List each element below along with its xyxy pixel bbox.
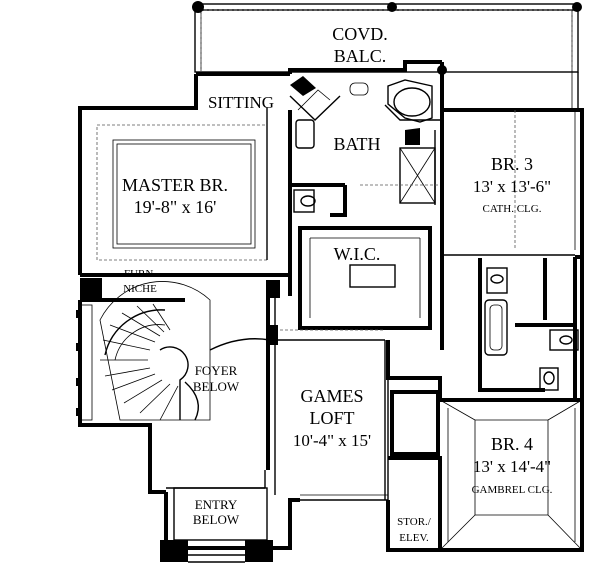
bedroom-3: BR. 3 13' x 13'-6" CATH. CLG.	[440, 110, 576, 350]
stor-line2: ELEV.	[399, 532, 429, 544]
foyer-line1: FOYER	[195, 363, 238, 378]
sitting-label: SITTING	[208, 93, 274, 112]
games-dims: 10'-4" x 15'	[293, 431, 371, 450]
spiral-staircase: FOYER BELOW	[76, 280, 271, 489]
entry-line2: BELOW	[193, 512, 240, 527]
furn-niche-line1: FURN.	[124, 268, 156, 280]
games-line2: LOFT	[310, 408, 355, 428]
storage-elevator: STOR./ ELEV.	[386, 340, 442, 550]
br3-name: BR. 3	[491, 154, 533, 174]
games-loft: GAMES LOFT 10'-4" x 15'	[268, 280, 386, 500]
br3-dims: 13' x 13'-6"	[473, 177, 551, 196]
entry-line1: ENTRY	[195, 497, 238, 512]
master-bedroom-dims: 19'-8" x 16'	[134, 197, 217, 217]
covd-balc-line2: BALC.	[334, 46, 387, 66]
br4-dims: 13' x 14'-4"	[473, 457, 551, 476]
walk-in-closet: W.I.C.	[298, 184, 440, 330]
br4-note: GAMBREL CLG.	[472, 484, 553, 496]
wic-label: W.I.C.	[334, 244, 381, 264]
foyer-line2: BELOW	[193, 379, 240, 394]
jack-and-jill-bath	[478, 257, 579, 400]
stor-line1: STOR./	[397, 516, 432, 528]
games-line1: GAMES	[300, 386, 363, 406]
br4-name: BR. 4	[491, 434, 533, 454]
covd-balc-line1: COVD.	[332, 24, 388, 44]
br3-note: CATH. CLG.	[483, 203, 542, 215]
master-bedroom-name: MASTER BR.	[122, 175, 228, 195]
bath-label: BATH	[333, 134, 380, 154]
master-bath: BATH	[289, 76, 440, 217]
master-bedroom: MASTER BR. 19'-8" x 16' SITTING FURN. NI…	[80, 93, 292, 302]
entry: ENTRY BELOW	[160, 487, 273, 563]
bedroom-4: BR. 4 13' x 14'-4" GAMBREL CLG.	[439, 398, 583, 551]
furn-niche-line2: NICHE	[123, 283, 157, 295]
